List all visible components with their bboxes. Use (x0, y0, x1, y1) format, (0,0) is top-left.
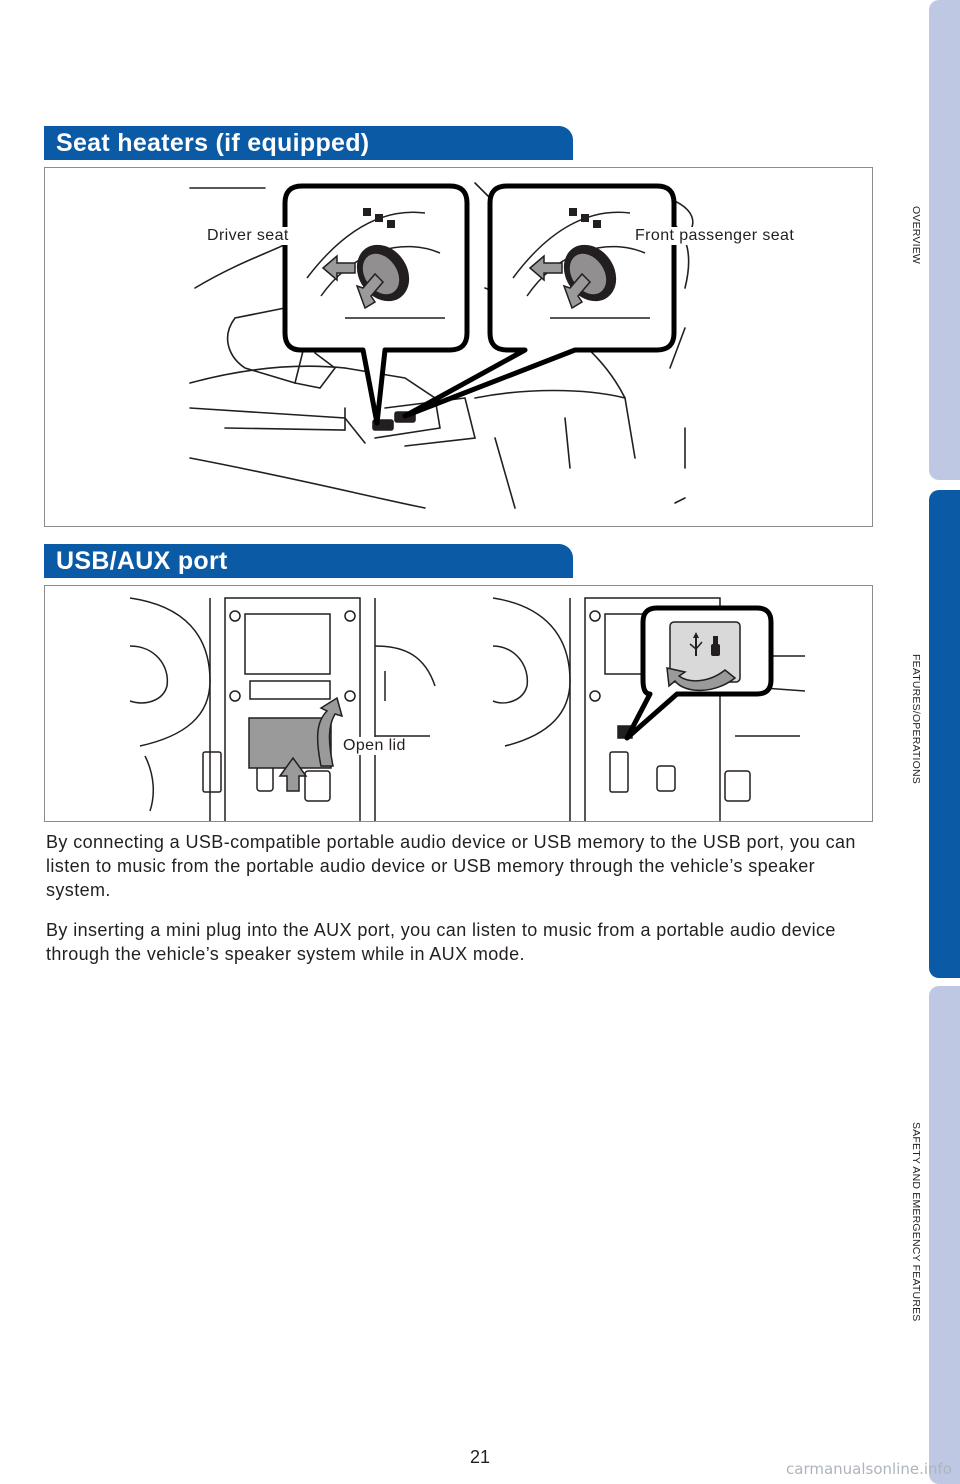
aux-paragraph: By inserting a mini plug into the AUX po… (46, 920, 836, 964)
tab-safety-emergency-label: SAFETY AND EMERGENCY FEATURES (910, 1122, 922, 1322)
aux-plug-icon (711, 636, 720, 656)
seat-heaters-figure: Driver seat Front passenger seat (44, 167, 873, 527)
page-number: 21 (469, 1447, 491, 1467)
usb-aux-header: USB/AUX port (44, 544, 573, 578)
driver-seat-label: Driver seat (207, 227, 289, 245)
tab-overview-label: OVERVIEW (910, 206, 922, 265)
usb-aux-figure: Open lid (44, 585, 873, 822)
usb-icon (689, 632, 703, 656)
tab-safety-emergency[interactable] (929, 986, 960, 1484)
tab-features-operations[interactable] (929, 490, 960, 978)
passenger-seat-label: Front passenger seat (635, 227, 795, 245)
tab-features-operations-label: FEATURES/OPERATIONS (910, 654, 922, 785)
seat-heaters-illustration (189, 182, 694, 509)
tab-overview[interactable] (929, 0, 960, 480)
watermark: carmanualsonline.info (786, 1460, 952, 1478)
usb-paragraph: By connecting a USB-compatible portable … (46, 832, 856, 900)
open-lid-label: Open lid (343, 737, 406, 755)
usb-aux-illustration (129, 597, 806, 821)
seat-heaters-header: Seat heaters (if equipped) (44, 126, 573, 160)
